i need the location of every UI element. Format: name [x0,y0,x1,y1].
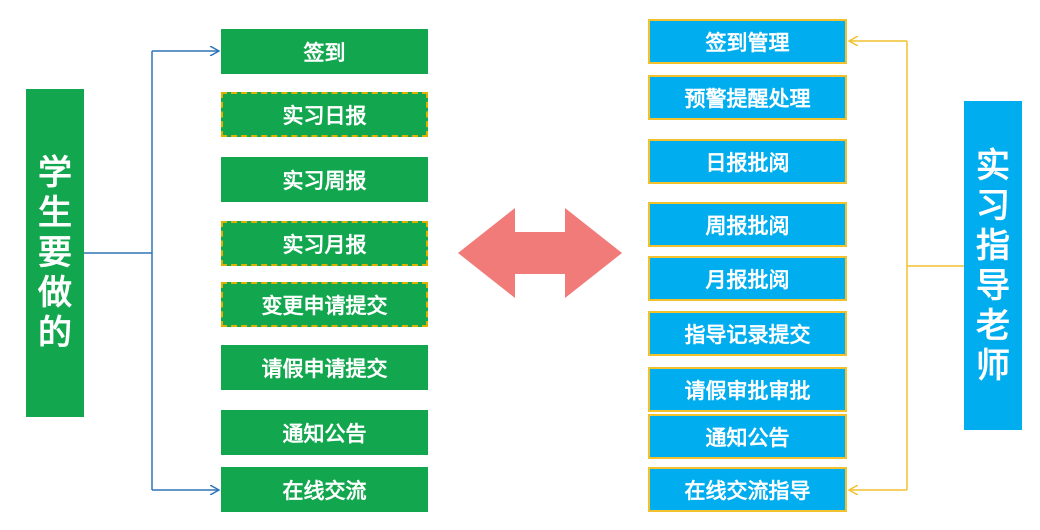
student-item-label: 通知公告 [282,421,367,446]
teacher-item-label: 周报批阅 [705,213,790,238]
teacher-item-label: 通知公告 [705,425,790,450]
student-item-daily-report: 实习日报 [221,92,428,137]
student-item-label: 请假申请提交 [261,356,388,381]
teacher-item-label: 预警提醒处理 [684,86,811,111]
student-title-box: 学生要做的 [26,89,84,417]
student-item-label: 实习月报 [282,232,367,257]
student-item-monthly-report: 实习月报 [221,221,428,266]
teacher-item-daily-review: 日报批阅 [648,139,847,184]
teacher-item-warning-handling: 预警提醒处理 [648,75,847,120]
teacher-item-label: 月报批阅 [705,267,790,292]
teacher-item-online-guidance: 在线交流指导 [648,467,847,512]
student-item-label: 在线交流 [282,478,367,503]
teacher-item-label: 指导记录提交 [684,322,811,347]
teacher-title-box: 实习指导老师 [964,101,1022,430]
student-title: 学生要做的 [38,153,72,353]
student-item-label: 签到 [303,40,346,65]
teacher-item-label: 签到管理 [705,30,790,55]
student-item-checkin: 签到 [221,29,428,74]
teacher-item-leave-approval: 请假审批审批 [648,367,847,412]
student-item-weekly-report: 实习周报 [221,157,428,202]
teacher-item-label: 在线交流指导 [684,478,811,503]
student-item-notice: 通知公告 [221,410,428,455]
teacher-item-label: 日报批阅 [705,150,790,175]
teacher-item-notice: 通知公告 [648,414,847,459]
student-item-label: 实习周报 [282,168,367,193]
student-item-leave-request: 请假申请提交 [221,345,428,390]
teacher-item-label: 请假审批审批 [684,378,811,403]
student-item-online-chat: 在线交流 [221,467,428,512]
teacher-item-guidance-record: 指导记录提交 [648,311,847,356]
teacher-item-checkin-management: 签到管理 [648,19,847,64]
student-item-label: 实习日报 [282,103,367,128]
double-arrow-icon [458,208,622,298]
student-item-change-request: 变更申请提交 [221,282,428,327]
teacher-item-weekly-review: 周报批阅 [648,202,847,247]
teacher-item-monthly-review: 月报批阅 [648,256,847,301]
teacher-title: 实习指导老师 [976,145,1010,386]
student-item-label: 变更申请提交 [261,293,388,318]
